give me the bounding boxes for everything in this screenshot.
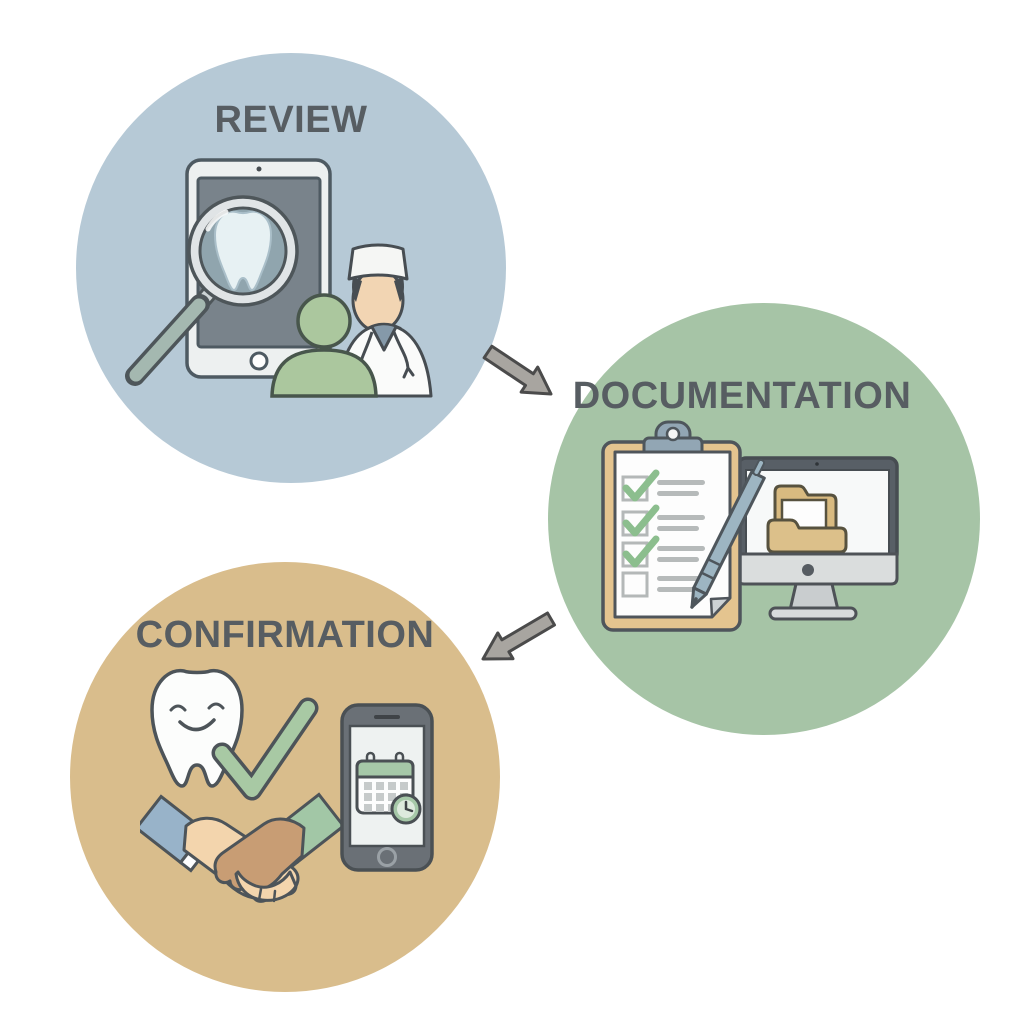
pen-icon [690,459,766,609]
step-label-review: REVIEW [214,99,368,141]
handshake-icon [140,792,346,903]
documentation-illustration [601,420,899,632]
folder-icon [766,484,848,554]
calendar-icon [355,751,422,825]
clipboard-checklist-icon [601,420,742,632]
review-illustration [125,158,433,398]
arrow-review-to-documentation-icon [482,344,553,396]
step-label-confirmation: CONFIRMATION [135,614,435,656]
checklist-rows [621,469,705,598]
step-label-documentation: DOCUMENTATION [572,375,912,417]
magnifier-tooth-icon [125,195,299,386]
confirmation-illustration [140,668,434,903]
phone-icon [340,703,434,872]
arrow-documentation-to-confirmation-icon [481,611,556,661]
clock-icon [390,793,422,825]
checkmark-icon [211,697,319,801]
patient-silhouette-icon [270,293,378,398]
tooth-xray-icon [213,210,273,292]
